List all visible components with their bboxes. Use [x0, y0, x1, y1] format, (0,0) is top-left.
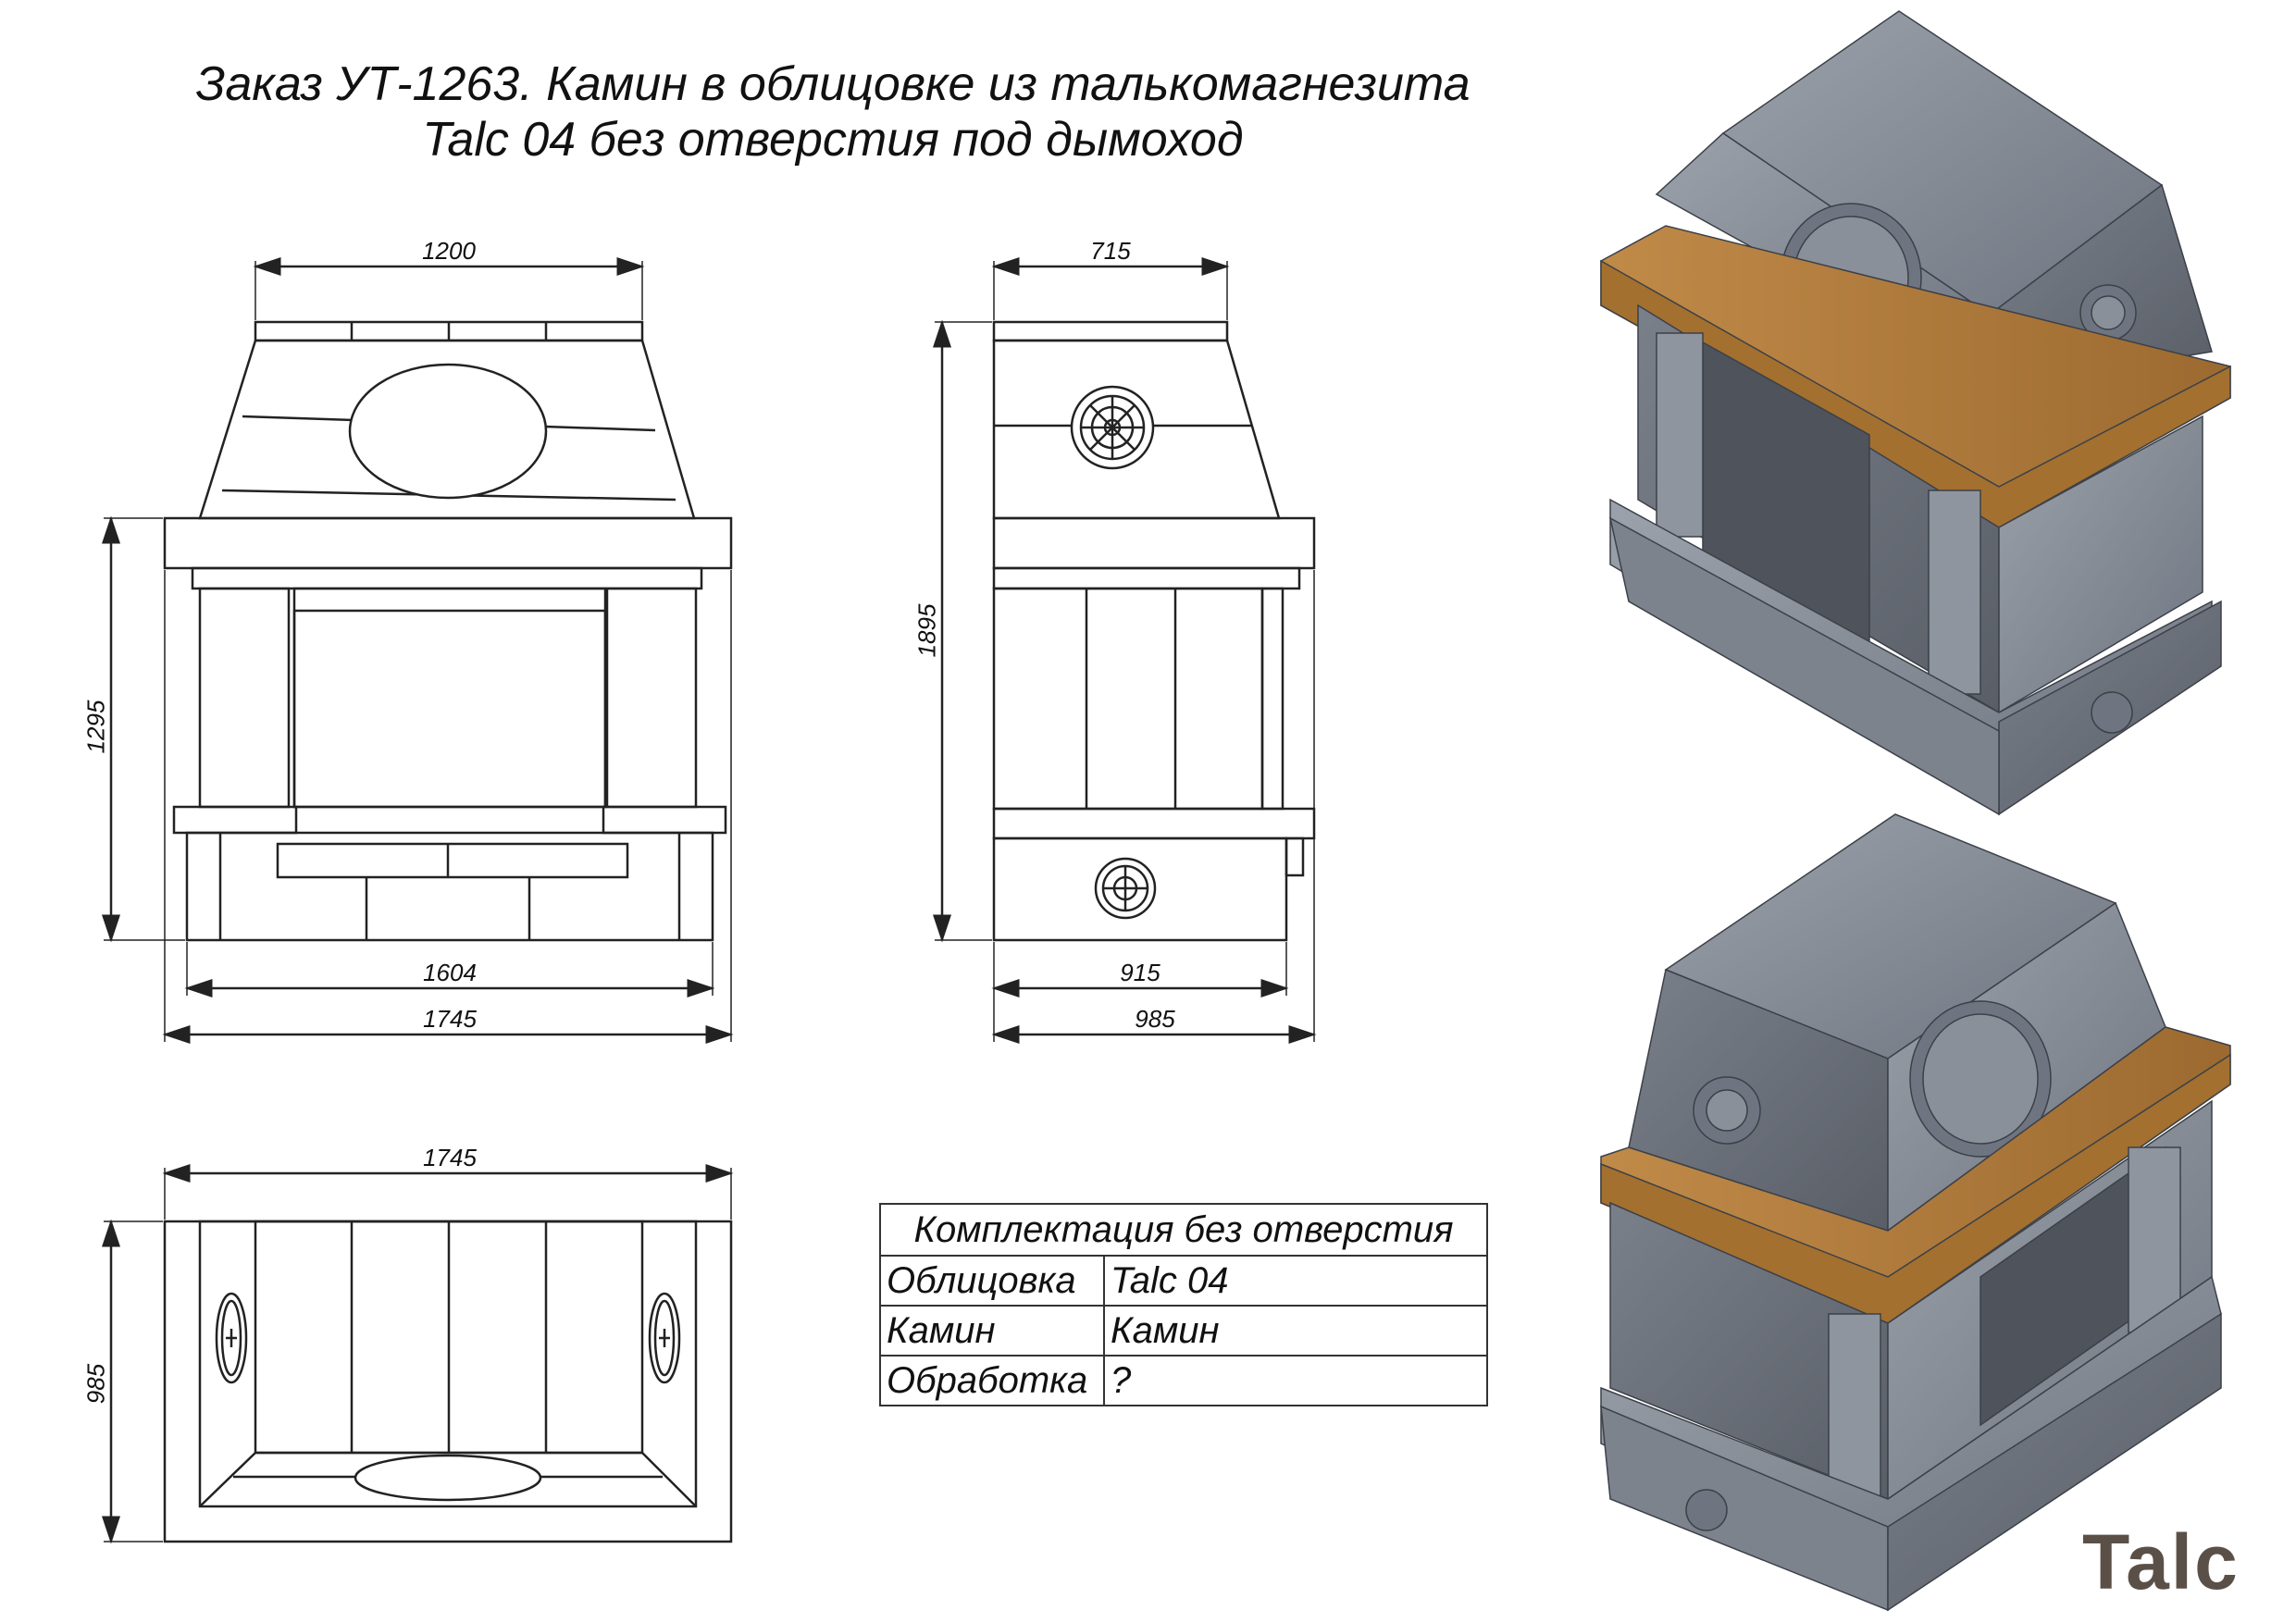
spec-key-fireplace: Камин — [879, 1305, 1105, 1357]
spec-table-header-row: Комплектация без отверстия — [879, 1203, 1488, 1257]
render-3d-back — [1600, 10, 2231, 816]
spec-table-header: Комплектация без отверстия — [879, 1203, 1488, 1257]
spec-table: Комплектация без отверстия Облицовка Tal… — [879, 1203, 1488, 1406]
drawing-title-line2: Talc 04 без отверстия под дымоход — [422, 113, 1244, 167]
render-3d-front — [1600, 813, 2231, 1612]
plan-depth-label: 985 — [81, 1363, 110, 1405]
spec-value-processing: ? — [1103, 1355, 1488, 1406]
talc-logo: Talc — [2082, 1518, 2240, 1605]
side-top-width-label: 715 — [1090, 237, 1131, 265]
spec-value-cladding: Talc 04 — [1103, 1255, 1488, 1307]
side-base-width-label: 915 — [1120, 959, 1160, 986]
table-row: Облицовка Talc 04 — [879, 1255, 1488, 1307]
front-base-width-label: 1604 — [423, 959, 477, 986]
side-total-width-label: 985 — [1135, 1005, 1175, 1033]
spec-value-fireplace: Камин — [1103, 1305, 1488, 1357]
drawing-title-line1: Заказ УТ-1263. Камин в облицовке из таль… — [195, 57, 1471, 111]
side-height-label: 1895 — [912, 603, 941, 658]
front-height-label: 1295 — [81, 700, 110, 754]
spec-key-processing: Обработка — [879, 1355, 1105, 1406]
front-top-width-label: 1200 — [422, 237, 476, 265]
front-view — [102, 257, 734, 1044]
table-row: Обработка ? — [879, 1355, 1488, 1406]
plan-width-label: 1745 — [423, 1144, 477, 1171]
side-view — [933, 257, 1317, 1044]
front-total-width-label: 1745 — [423, 1005, 477, 1033]
table-row: Камин Камин — [879, 1305, 1488, 1357]
plan-view — [102, 1164, 734, 1544]
spec-key-cladding: Облицовка — [879, 1255, 1105, 1307]
